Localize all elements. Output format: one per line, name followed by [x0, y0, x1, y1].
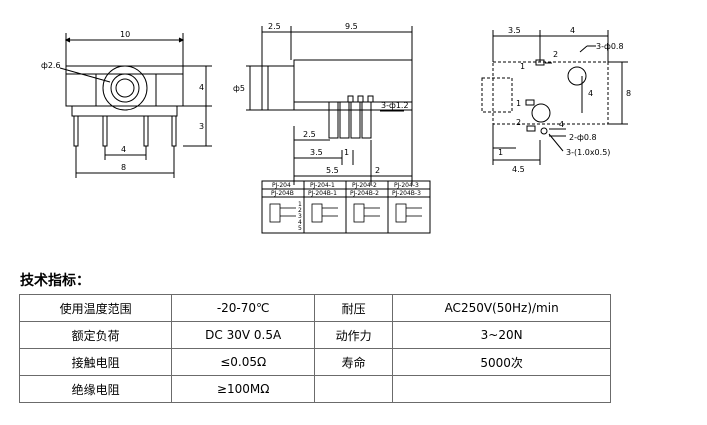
- pcb-dim-1a: 1: [520, 62, 525, 71]
- pcb-dim-big-holes: 3-ф0.8: [596, 42, 624, 51]
- side-dim-body: 9.5: [345, 22, 358, 31]
- pcb-dim-bottom-4: 4: [559, 120, 564, 129]
- model-label: PJ-204B-3: [392, 190, 421, 197]
- pcb-dim-height: 8: [626, 89, 631, 98]
- pcb-dim-top-left: 3.5: [508, 26, 521, 35]
- spec-table: 使用温度范围 -20-70℃ 耐压 AC250V(50Hz)/min 额定负荷 …: [18, 294, 611, 403]
- model-label: PJ-204: [272, 182, 291, 189]
- spec-value: DC 30V 0.5A: [171, 321, 316, 349]
- pcb-dim-2: 2: [516, 118, 521, 127]
- spec-label: [314, 375, 394, 403]
- front-dim-height-lower: 3: [199, 122, 204, 131]
- model-label: PJ-204-3: [394, 182, 419, 189]
- table-row: 使用温度范围 -20-70℃ 耐压 AC250V(50Hz)/min: [18, 294, 611, 322]
- side-dim-pin-a: 2.5: [303, 130, 316, 139]
- pcb-dim-small-holes: 2-ф0.8: [569, 133, 597, 142]
- spec-label: 寿命: [314, 348, 394, 376]
- pin-label: 2: [298, 207, 302, 214]
- spec-label: 使用温度范围: [18, 294, 173, 322]
- pcb-view: [481, 30, 628, 165]
- model-label: PJ-204B: [271, 190, 294, 197]
- side-dim-pin-hole: 3-ф1.2: [381, 101, 409, 110]
- spec-value: ≤0.05Ω: [171, 348, 316, 376]
- front-view: [59, 33, 212, 178]
- model-table: [261, 180, 431, 234]
- table-row: 接触电阻 ≤0.05Ω 寿命 5000次: [18, 348, 611, 376]
- front-dim-pin-span: 8: [121, 163, 126, 172]
- pin-label: 3: [298, 213, 302, 220]
- pcb-dim-slot: 3-(1.0x0.5): [566, 148, 610, 157]
- model-label: PJ-204B-1: [308, 190, 337, 197]
- spec-label: 耐压: [314, 294, 394, 322]
- spec-label: 额定负荷: [18, 321, 173, 349]
- model-label: PJ-204B-2: [350, 190, 379, 197]
- side-dim-diameter: ф5: [233, 84, 245, 93]
- side-dim-pin-c: 1: [344, 148, 349, 157]
- pcb-dim-bottom-45: 4.5: [512, 165, 525, 174]
- technical-drawing: 10 ф2.6 4 3 4 8 2.5 9.5 ф5 3-ф1.2 2.5 3.…: [41, 22, 631, 234]
- front-dim-width: 10: [120, 30, 130, 39]
- model-label: PJ-204-1: [310, 182, 335, 189]
- spec-value: 5000次: [392, 348, 611, 376]
- front-dim-pin-spacing: 4: [121, 145, 126, 154]
- pcb-dim-left-1: 1: [498, 148, 503, 157]
- side-dim-pin-e: 2: [375, 166, 380, 175]
- front-dim-hole: ф2.6: [41, 61, 61, 70]
- pcb-dim-1b: 1: [516, 99, 521, 108]
- side-dim-front: 2.5: [268, 22, 281, 31]
- spec-value: [392, 375, 611, 403]
- pcb-dim-vertical: 4: [588, 89, 593, 98]
- pcb-dim-top-right: 4: [570, 26, 575, 35]
- pin-label: 5: [298, 225, 302, 232]
- spec-title: 技术指标：: [20, 273, 90, 289]
- table-row: 绝缘电阻 ≥100MΩ: [18, 375, 611, 403]
- pin-label: 1: [298, 201, 302, 208]
- spec-label: 接触电阻: [18, 348, 173, 376]
- spec-value: AC250V(50Hz)/min: [392, 294, 611, 322]
- side-dim-pin-b: 3.5: [310, 148, 323, 157]
- spec-label: 绝缘电阻: [18, 375, 173, 403]
- spec-label: 动作力: [314, 321, 394, 349]
- pin-label: 4: [298, 219, 302, 226]
- front-dim-height-upper: 4: [199, 83, 204, 92]
- side-view: [246, 26, 413, 185]
- pcb-dim-small: 2: [553, 50, 558, 59]
- spec-value: 3~20N: [392, 321, 611, 349]
- side-dim-pin-d: 5.5: [326, 166, 339, 175]
- model-label: PJ-204-2: [352, 182, 377, 189]
- spec-value: -20-70℃: [171, 294, 316, 322]
- spec-value: ≥100MΩ: [171, 375, 316, 403]
- table-row: 额定负荷 DC 30V 0.5A 动作力 3~20N: [18, 321, 611, 349]
